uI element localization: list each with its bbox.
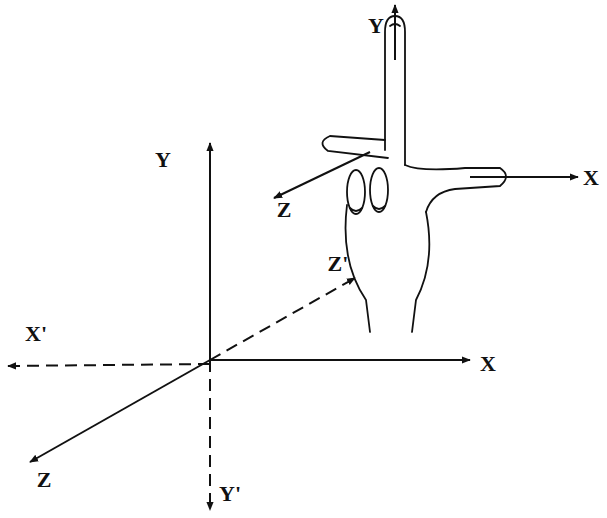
hand-y-arrow [394, 5, 396, 60]
hand-x-arrow [470, 176, 578, 178]
y-prime-axis [209, 360, 211, 510]
axis-label: X [480, 353, 496, 375]
middle-finger [322, 136, 388, 158]
axis-label: Y [368, 15, 384, 37]
right-hand [322, 16, 506, 332]
axis-label: Z' [328, 253, 349, 275]
axis-label: Z [37, 469, 52, 491]
thumb [405, 165, 506, 212]
fingernail [350, 206, 385, 211]
axis-label: Y' [219, 483, 241, 505]
x-prime-axis [8, 364, 210, 366]
axis-label: Y [155, 149, 171, 171]
hand-z-arrow [274, 152, 370, 198]
z-prime-axis [210, 278, 355, 360]
x-axis [210, 359, 470, 361]
axis-label: Z [277, 199, 292, 221]
palm-edge [346, 205, 370, 332]
axis-label: X [583, 167, 599, 189]
z-axis [30, 360, 210, 462]
axis-label: X' [25, 323, 47, 345]
palm-edge [412, 212, 429, 332]
y-axis [209, 143, 211, 360]
